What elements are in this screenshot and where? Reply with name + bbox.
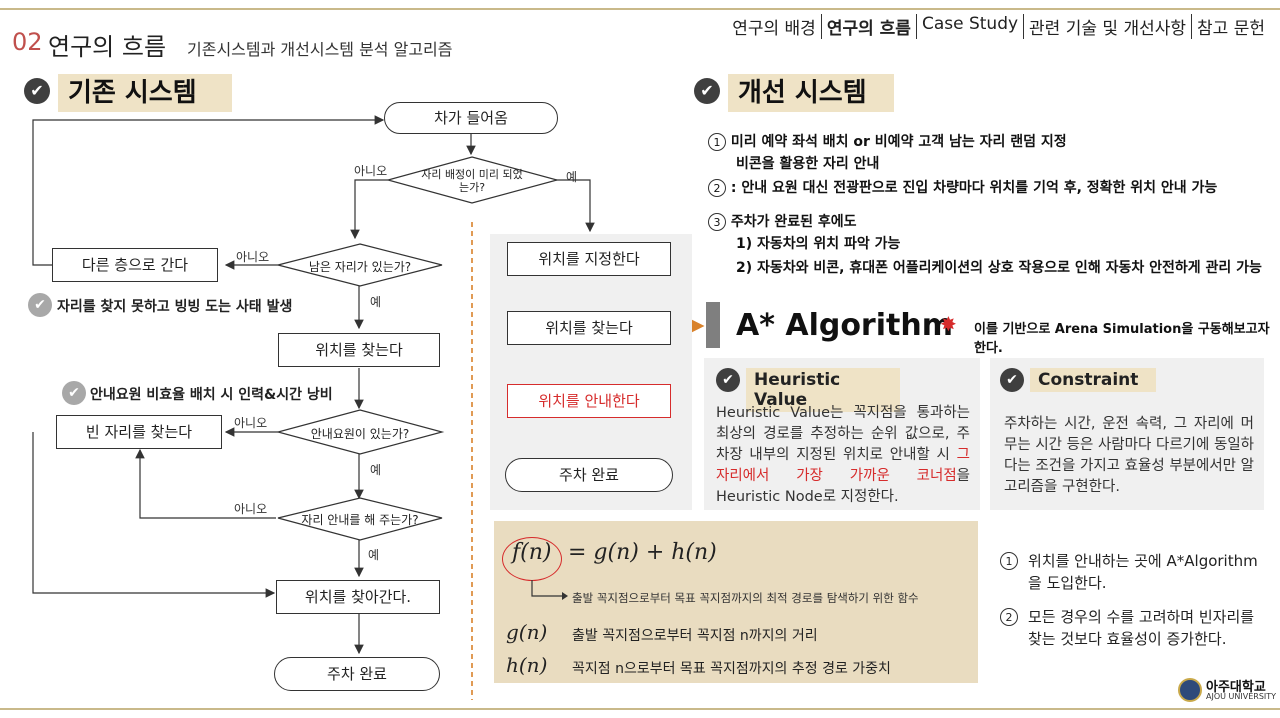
astar-note: 이를 기반으로 Arena Simulation을 구동해보고자 한다. [974, 322, 1270, 356]
section-subtitle: 기존시스템과 개선시스템 분석 알고리즘 [187, 40, 453, 59]
astar-title: A* Algorithm [736, 308, 953, 343]
list-item: 2) 자동차와 비콘, 휴대폰 어플리케이션의 상호 작용으로 인해 자동차 안… [736, 260, 1262, 276]
university-seal-icon [1178, 678, 1202, 702]
check-icon: ✔ [28, 293, 52, 317]
list-item: 미리 예약 좌석 배치 or 비예약 고객 남는 자리 랜덤 지정 [730, 134, 1067, 150]
nav-item-case-study[interactable]: Case Study [915, 14, 1023, 39]
list-item: 1) 자동차의 위치 파악 가능 [736, 236, 901, 252]
accent-bar [706, 302, 720, 348]
improved-flow-set-location: 위치를 지정한다 [507, 242, 671, 276]
check-icon: ✔ [24, 78, 50, 104]
heuristic-highlight: 그 자리에서 가장 가까운 코너점 [716, 447, 970, 484]
university-logo-korean: 아주대학교 [1206, 680, 1266, 695]
section-title: 연구의 흐름 [48, 33, 167, 61]
nav-item-related-tech[interactable]: 관련 기술 및 개선사항 [1023, 14, 1191, 39]
check-icon: ✔ [716, 368, 740, 392]
heuristic-text: Heuristic Value는 꼭지점을 통과하는 최상의 경로를 추정하는 … [716, 405, 970, 505]
flow-label-yes: 예 [370, 295, 382, 309]
improved-system-title: 개선 시스템 [728, 74, 894, 112]
conclusion-item: 위치를 안내하는 곳에 A*Algorithm을 도입한다. [1028, 552, 1258, 592]
heuristic-title: Heuristic Value [746, 368, 900, 412]
list-number: 2 [1000, 608, 1018, 626]
improved-flow-guide-location: 위치를 안내한다 [507, 384, 671, 418]
nav-item-flow[interactable]: 연구의 흐름 [820, 14, 916, 39]
flow-decision-guidance: 자리 안내를 해 주는가? [301, 513, 419, 527]
flow-label-yes: 예 [566, 170, 578, 184]
improvement-list: 1 미리 예약 좌석 배치 or 비예약 고객 남는 자리 랜덤 지정 비콘을 … [708, 131, 1262, 279]
formula-g-desc: 출발 꼭지점으로부터 꼭지점 n까지의 거리 [572, 628, 818, 644]
flow-end: 주차 완료 [274, 657, 440, 691]
formula-pointer [531, 580, 568, 600]
flow-go-to-location: 위치를 찾아간다. [276, 580, 440, 614]
formula-panel [494, 521, 978, 683]
flow-find-empty-seat: 빈 자리를 찾는다 [56, 415, 222, 449]
flow-label-no: 아니오 [234, 502, 268, 516]
flow-label-no: 아니오 [354, 164, 388, 178]
nav-item-background[interactable]: 연구의 배경 [732, 19, 816, 39]
list-number: 1 [708, 133, 726, 151]
flow-label-yes: 예 [370, 463, 382, 477]
flow-decision-preassigned: 자리 배정이 미리 되었는가? [421, 168, 523, 194]
flow-label-yes: 예 [368, 548, 380, 562]
list-number: 3 [708, 213, 726, 231]
flow-label-no: 아니오 [236, 250, 270, 264]
check-icon: ✔ [62, 381, 86, 405]
formula-rhs: = g(n) + h(n) [568, 540, 717, 565]
top-nav: 연구의 배경 연구의 흐름 Case Study 관련 기술 및 개선사항 참고… [727, 14, 1270, 39]
bottom-divider [0, 708, 1280, 710]
list-number: 1 [1000, 552, 1018, 570]
list-item: : 안내 요원 대신 전광판으로 진입 차량마다 위치를 기억 후, 정확한 위… [730, 180, 1218, 196]
formula-f: f(n) [512, 540, 552, 565]
list-item: 주차가 완료된 후에도 [730, 214, 857, 230]
constraint-text: 주차하는 시간, 운전 속력, 그 자리에 머무는 시간 등은 사람마다 다르기… [1004, 416, 1254, 495]
nav-item-references[interactable]: 참고 문헌 [1191, 14, 1270, 39]
check-icon: ✔ [694, 78, 720, 104]
flow-go-other-floor: 다른 층으로 간다 [52, 248, 218, 282]
flow-find-location: 위치를 찾는다 [278, 333, 440, 367]
formula-h: h(n) [506, 653, 548, 677]
star-icon: ✸ [940, 312, 957, 336]
university-logo-english: AJOU UNIVERSITY [1206, 692, 1277, 701]
list-item: 비콘을 활용한 자리 안내 [736, 156, 880, 172]
problem-note-circling: 자리를 찾지 못하고 빙빙 도는 사태 발생 [57, 299, 293, 315]
constraint-title: Constraint [1030, 368, 1156, 392]
flow-label-no: 아니오 [234, 416, 268, 430]
improved-flow-end: 주차 완료 [505, 458, 673, 492]
formula-f-desc: 출발 꼭지점으로부터 목표 꼭지점까지의 최적 경로를 탐색하기 위한 함수 [572, 591, 919, 605]
conclusion-item: 모든 경우의 수를 고려하며 빈자리를 찾는 것보다 효율성이 증가한다. [1028, 608, 1255, 648]
flow-decision-staff: 안내요원이 있는가? [310, 427, 410, 441]
formula-g: g(n) [506, 620, 548, 644]
flow-decision-seats-left: 남은 자리가 있는가? [308, 260, 412, 274]
problem-note-staff: 안내요원 비효율 배치 시 인력&시간 낭비 [90, 387, 333, 403]
conclusion-list: 1 위치를 안내하는 곳에 A*Algorithm을 도입한다. 2 모든 경우… [1000, 550, 1262, 650]
list-number: 2 [708, 179, 726, 197]
flow-start: 차가 들어옴 [384, 102, 558, 134]
improved-flow-find-location: 위치를 찾는다 [507, 311, 671, 345]
check-icon: ✔ [1000, 368, 1024, 392]
top-divider [0, 8, 1280, 10]
existing-system-title: 기존 시스템 [58, 74, 232, 112]
section-number: 02 [12, 28, 43, 56]
formula-h-desc: 꼭지점 n으로부터 목표 꼭지점까지의 추정 경로 가중치 [572, 661, 891, 677]
